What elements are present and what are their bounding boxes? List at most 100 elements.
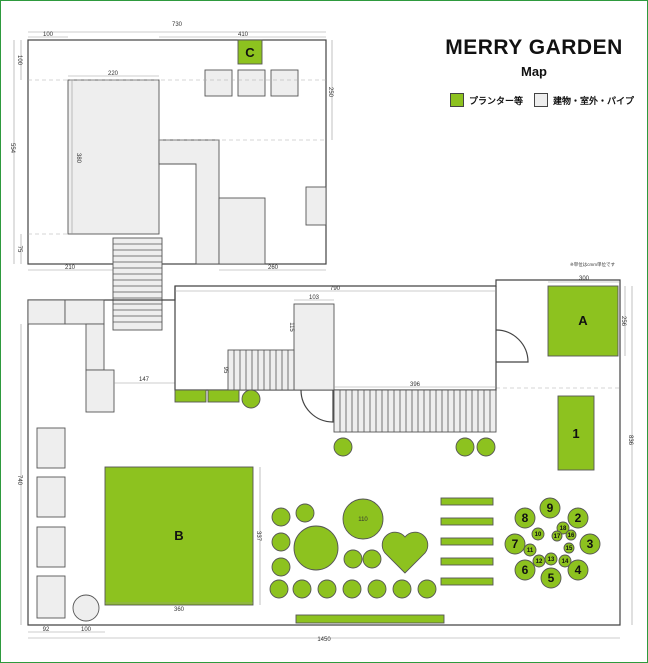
svg-text:11: 11 [527,548,534,554]
dim-terrace: 396 [410,382,421,388]
dim-a-height: 256 [620,316,626,327]
deck-planter-2 [207,389,240,403]
dim-deck-width: 790 [330,286,341,292]
round-table-110 [342,498,384,540]
svg-text:2: 2 [575,511,582,525]
svg-text:14: 14 [562,559,569,565]
dim-top-side: 100 [16,55,22,66]
top-box-3 [270,69,299,97]
dim-left-height: 740 [16,475,22,486]
legend-planter-label: プランター等 [469,95,524,106]
dim-b-width: 360 [174,607,185,613]
dim-gap: 147 [139,377,150,383]
planter-numbers: 9 8 2 7 10 18 17 16 3 11 12 13 14 15 6 5… [512,501,594,585]
zone-b-label: B [174,528,183,543]
svg-text:12: 12 [536,559,543,565]
dim-bottom-left: 92 [43,627,50,633]
dim-top-bottom-right: 260 [268,265,279,271]
zone-a-label: A [578,313,588,328]
unit-note: ※単位はcmm単位です [570,262,616,267]
dim-right-height: 836 [627,435,633,446]
terrace-lines [339,390,491,432]
terrace-pot-2 [455,437,475,457]
svg-text:5: 5 [548,571,555,585]
svg-text:17: 17 [554,534,561,540]
dim-top-bottom-left: 210 [65,265,76,271]
zone-1-label: 1 [572,426,579,441]
top-room-small [218,197,266,265]
deck-building [174,286,497,391]
svg-text:6: 6 [522,563,529,577]
dim-stair-h: 95 [222,367,228,374]
legend-planter: プランター等 [450,93,523,107]
left-round-pot [72,594,100,622]
connecting-stairs [112,237,163,331]
svg-text:7: 7 [512,537,519,551]
left-box-4 [36,575,66,619]
left-box-3 [36,526,66,568]
dim-deck-box-h: 115 [288,322,294,332]
central-planters [269,498,437,599]
top-box-1 [204,69,233,97]
dim-total-width: 1450 [317,637,331,643]
left-box-2 [36,476,66,518]
top-wall-box [305,186,327,226]
numbered-planters [504,497,601,589]
dim-top-building: 220 [108,71,119,77]
zone-1 [557,395,595,471]
top-building-outline [27,39,327,265]
door-right [495,329,529,363]
wall-box-3 [85,323,105,371]
dim-deck-box: 103 [309,295,320,301]
svg-text:4: 4 [575,563,582,577]
door-left [300,389,334,423]
terrace-pot-3 [476,437,496,457]
heart-planter [381,531,429,574]
dim-top-building-h: 380 [75,153,81,164]
round-table-label: 110 [358,517,368,523]
svg-text:15: 15 [566,546,573,552]
deck-pot [241,389,261,409]
svg-text:3: 3 [587,537,594,551]
dim-top-width: 730 [172,22,183,28]
deck-stairs [227,349,295,391]
dim-bottom-circle: 100 [81,627,92,633]
top-large-room [67,79,160,235]
legend-structure-swatch [534,93,548,107]
top-box-2 [237,69,266,97]
map-title: MERRY GARDEN [445,36,623,59]
zone-c-label: C [245,45,255,60]
planter-bars [295,497,494,624]
legend-structure: 建物・室外・パイプ [534,93,634,107]
dim-a-width: 300 [579,276,590,282]
svg-text:8: 8 [522,511,529,525]
bottom-long-planter [295,614,445,624]
svg-text:16: 16 [568,533,575,539]
map-subtitle: Map [521,64,547,79]
zone-a [547,285,619,357]
dim-top-right-h: 250 [327,87,333,98]
zone-c [237,39,263,65]
svg-text:18: 18 [560,526,567,532]
deck-planter-1 [174,389,207,403]
deck-box [293,303,335,391]
top-corridor [158,139,220,265]
svg-text:9: 9 [547,501,554,515]
left-box-1 [36,427,66,469]
legend-structure-label: 建物・室外・パイプ [553,95,635,106]
big-round-table [293,525,339,571]
stair-lines [113,243,162,323]
wall-box-1 [27,299,66,325]
dim-top-bottom-small: 75 [16,246,22,253]
zone-b [104,466,254,606]
deck-terrace [333,389,497,433]
deck-stair-lines [233,350,289,390]
svg-text:10: 10 [535,532,542,538]
terrace-pot-1 [333,437,353,457]
dim-b-height: 337 [255,531,261,542]
legend-planter-swatch [450,93,464,107]
dim-top-height: 554 [9,143,15,154]
svg-text:13: 13 [548,557,555,563]
dim-top-c: 410 [238,32,249,38]
